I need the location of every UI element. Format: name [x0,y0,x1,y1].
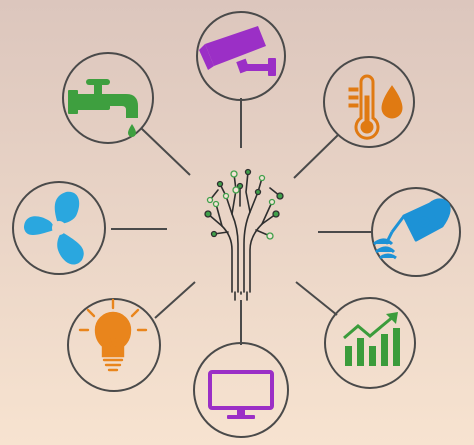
light-bulb-icon [78,298,148,372]
circuit-node [204,210,212,218]
ring-monitor [193,342,289,438]
ring-watering-can [371,187,461,277]
ring-faucet [62,52,154,144]
connector-thermometer [293,134,339,179]
circuit-node [244,168,252,176]
circuit-node [254,188,262,196]
ring-camera [196,11,286,101]
circuit-node [266,232,274,240]
circuit-node [276,192,284,200]
circuit-node [216,180,224,188]
circuit-node [210,230,218,238]
circuit-node [232,186,240,194]
circuit-node [272,210,280,218]
circuit-node [268,198,276,206]
circuit-node [236,182,244,190]
ring-thermometer [323,56,415,148]
ring-bulb [67,298,161,392]
fan-icon [24,191,84,265]
faucet-icon [68,79,138,137]
monitor-icon [208,370,274,419]
thermometer-drop-icon [348,74,403,140]
security-camera-icon [199,26,276,76]
ring-fan [12,181,106,275]
circuit-node [212,200,220,208]
connectors [111,98,372,345]
connector-chart [295,281,338,316]
connector-faucet [140,127,191,176]
connector-bulb [154,281,196,319]
node-rings [12,11,461,438]
watering-can-icon [373,198,451,260]
circuit-node [222,192,230,200]
circuit-tree-icon [204,168,284,301]
circuit-node [258,174,266,182]
circuit-node [230,170,238,178]
growth-chart-icon [343,312,400,366]
ring-chart [324,297,416,389]
circuit-node [206,196,214,204]
